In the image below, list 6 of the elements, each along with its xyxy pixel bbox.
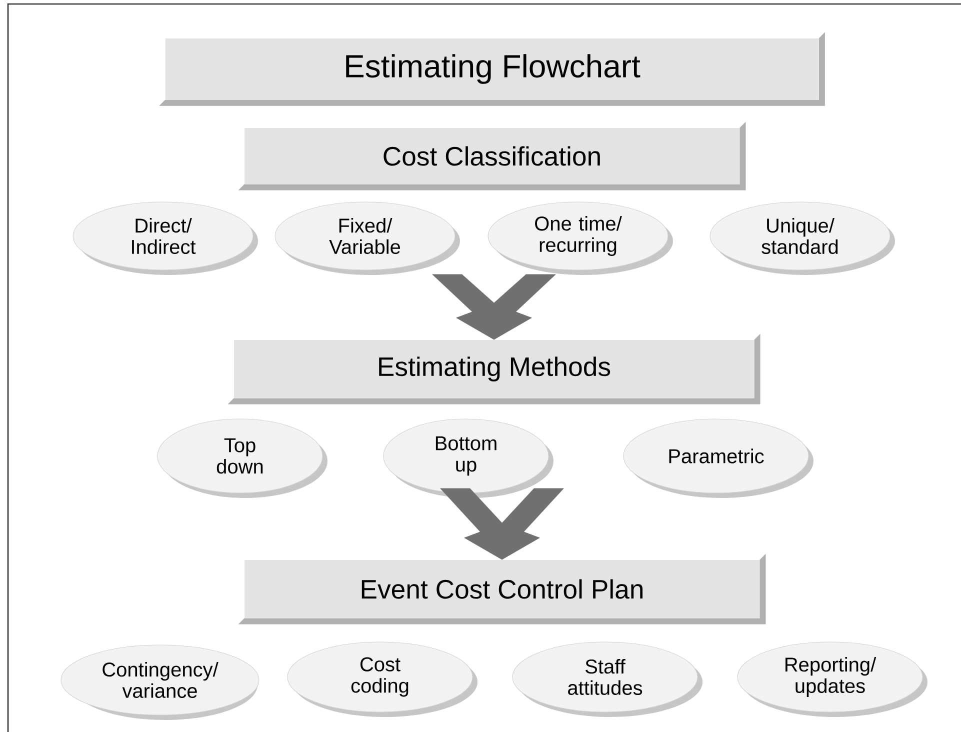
heading-box: Event Cost Control Plan (238, 554, 766, 624)
heading-box: Estimating Methods (228, 334, 760, 404)
title-banner: Estimating Flowchart (159, 32, 825, 106)
chevron-arrow (440, 488, 564, 560)
heading-box: Cost Classification (238, 122, 746, 190)
chevron-arrow (432, 274, 556, 340)
